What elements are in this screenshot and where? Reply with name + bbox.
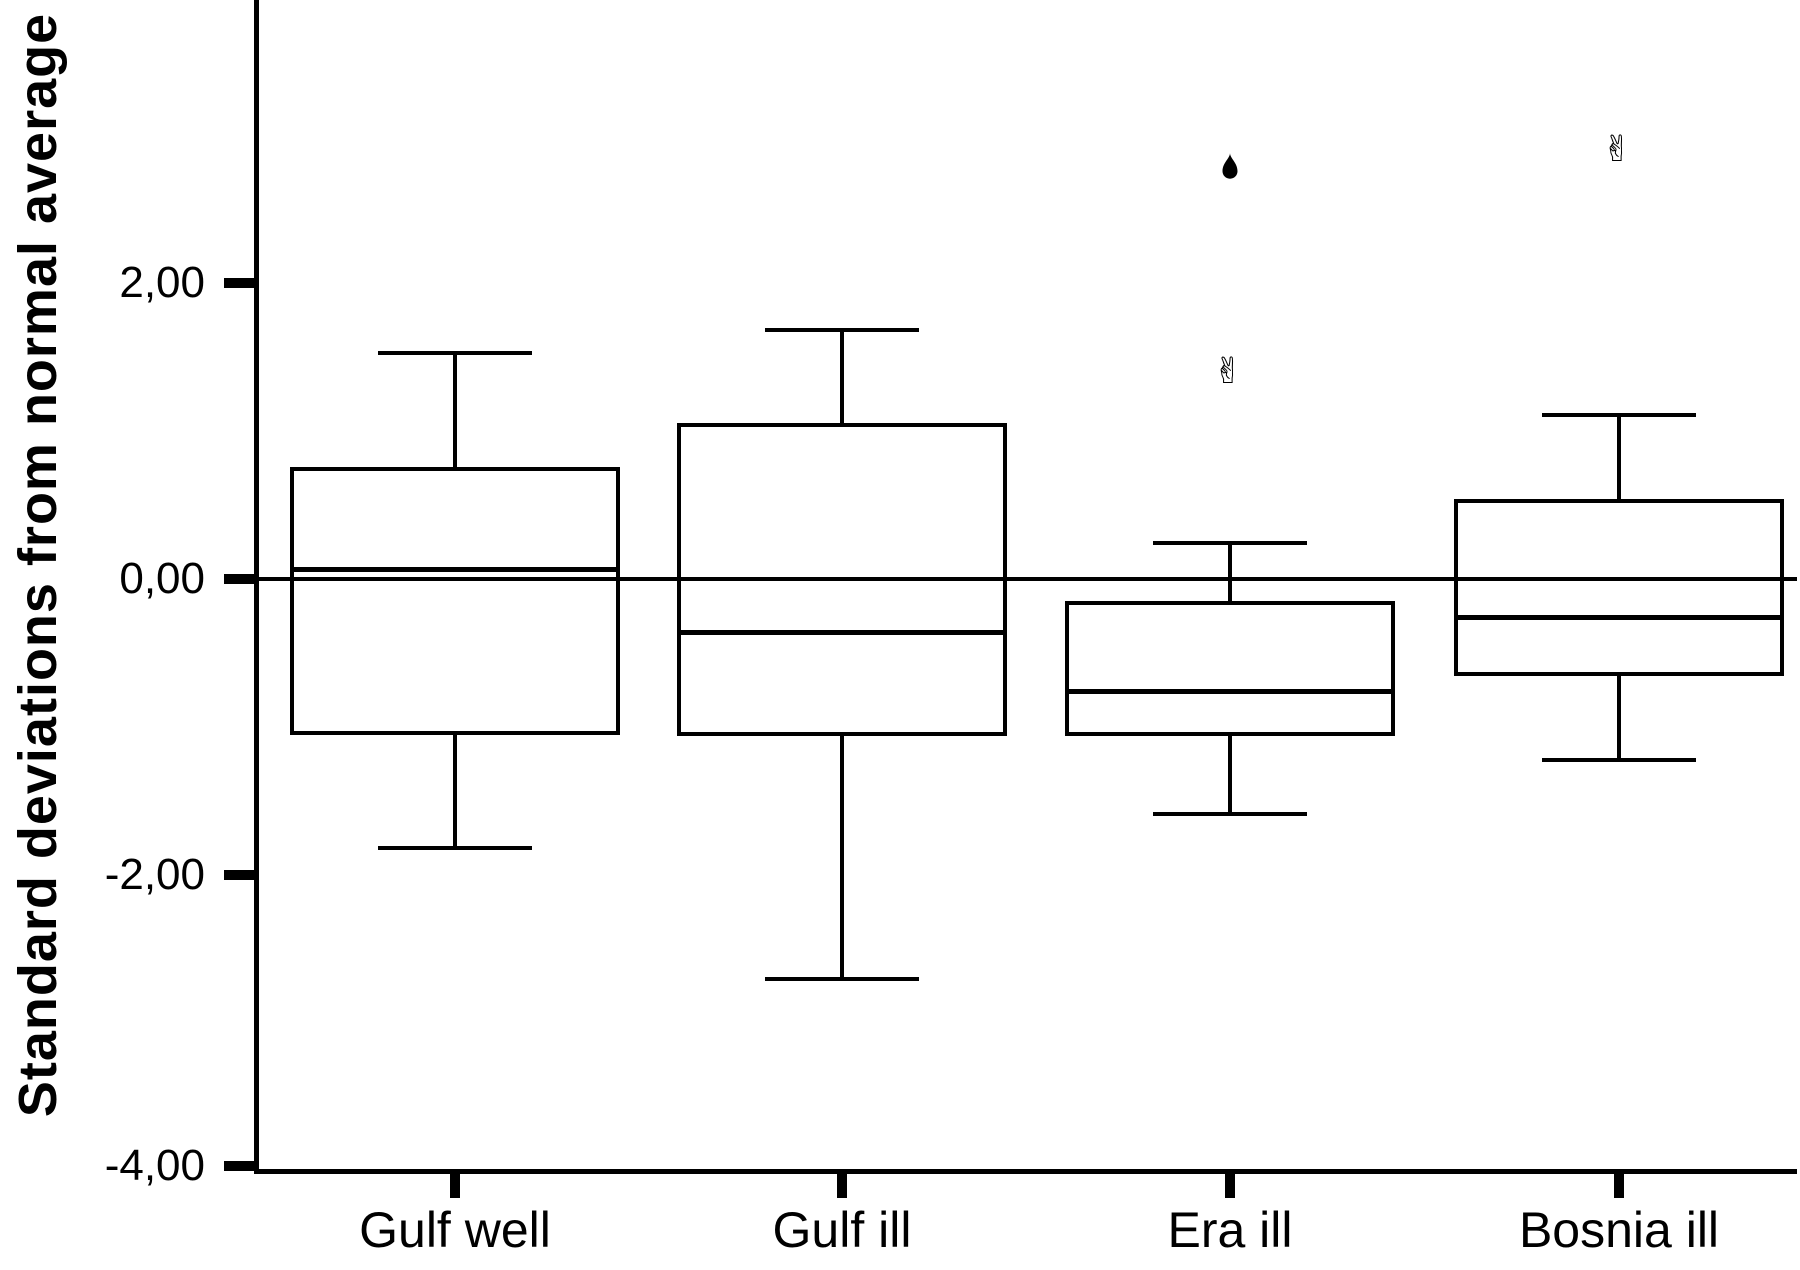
x-axis-category-label: Bosnia ill [1518, 1202, 1720, 1258]
y-axis-tick [224, 870, 257, 880]
drop-marker [1219, 153, 1241, 188]
upper-whisker-line [453, 353, 457, 469]
lower-whisker-line [1228, 734, 1232, 814]
upper-whisker-line [1228, 543, 1232, 603]
lower-whisker-cap [765, 977, 919, 981]
zero-reference-line [257, 577, 1797, 581]
y-axis-tick-label: 2,00 [119, 258, 205, 307]
iqr-box [677, 423, 1007, 736]
median-line [1454, 615, 1784, 620]
iqr-box [290, 467, 620, 735]
iqr-box [1065, 601, 1395, 736]
upper-whisker-line [1617, 415, 1621, 501]
median-line [1065, 689, 1395, 694]
lower-whisker-line [840, 734, 844, 979]
y-axis-tick [224, 1161, 257, 1171]
median-line [677, 630, 1007, 635]
lower-whisker-line [453, 733, 457, 848]
x-axis-tick [1614, 1174, 1624, 1198]
upper-whisker-cap [378, 351, 532, 355]
y-axis-tick-label: 0,00 [119, 554, 205, 603]
y-axis-line [254, 0, 259, 1171]
hand-marker: ✌ [1602, 129, 1633, 170]
lower-whisker-line [1617, 674, 1621, 760]
median-line [290, 567, 620, 572]
x-axis-line [254, 1169, 1797, 1174]
x-axis-category-label: Gulf ill [772, 1202, 912, 1258]
x-axis-tick [837, 1174, 847, 1198]
upper-whisker-cap [1542, 413, 1696, 417]
x-axis-category-label: Era ill [1167, 1202, 1293, 1258]
x-axis-category-label: Gulf well [359, 1202, 551, 1258]
lower-whisker-cap [1542, 758, 1696, 762]
upper-whisker-line [840, 330, 844, 425]
y-axis-tick-label: -2,00 [104, 850, 205, 899]
upper-whisker-cap [765, 328, 919, 332]
upper-whisker-cap [1153, 541, 1307, 545]
y-axis-tick [224, 278, 257, 288]
y-axis-tick [224, 574, 257, 584]
x-axis-tick [450, 1174, 460, 1198]
y-axis-tick-label: -4,00 [104, 1141, 205, 1190]
lower-whisker-cap [378, 846, 532, 850]
hand-marker: ✌ [1213, 351, 1244, 392]
x-axis-tick [1225, 1174, 1235, 1198]
iqr-box [1454, 499, 1784, 676]
lower-whisker-cap [1153, 812, 1307, 816]
